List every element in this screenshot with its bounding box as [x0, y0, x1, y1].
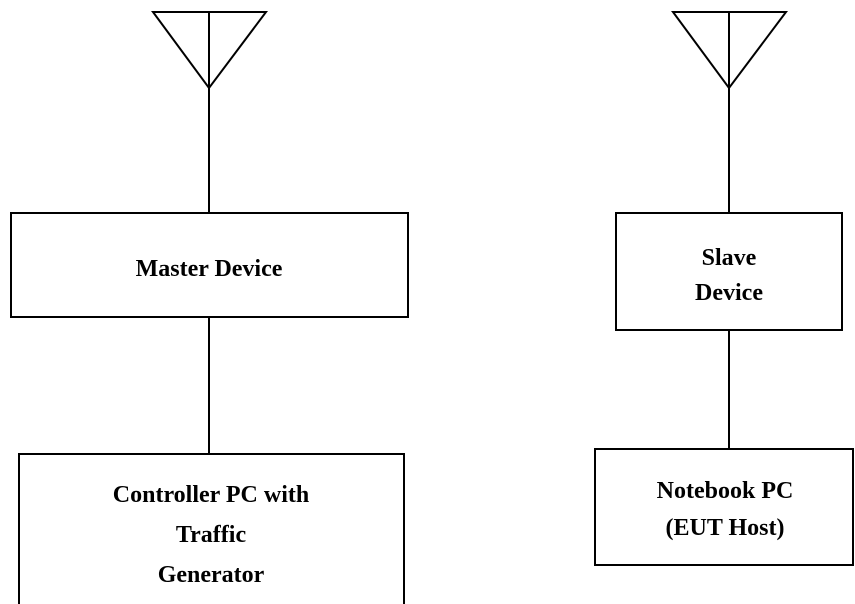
slave-device-label-line-2: Device	[695, 280, 763, 306]
notebook-pc-label-line-2: (EUT Host)	[666, 515, 785, 541]
controller-pc-label-line-2: Traffic	[176, 522, 247, 548]
controller-pc-label-line-1: Controller PC with	[113, 482, 309, 508]
slave-antenna-icon	[671, 11, 788, 90]
master-device-block: Master Device	[10, 212, 409, 318]
master-device-label: Master Device	[136, 256, 283, 282]
controller-pc-block: Controller PC with Traffic Generator	[18, 453, 405, 604]
slave-device-block: Slave Device	[615, 212, 843, 331]
controller-pc-label-line-3: Generator	[158, 562, 265, 588]
master-antenna-icon	[151, 11, 268, 90]
notebook-pc-label-line-1: Notebook PC	[657, 478, 794, 504]
slave-device-label-line-1: Slave	[702, 245, 757, 271]
notebook-pc-block: Notebook PC (EUT Host)	[594, 448, 854, 566]
